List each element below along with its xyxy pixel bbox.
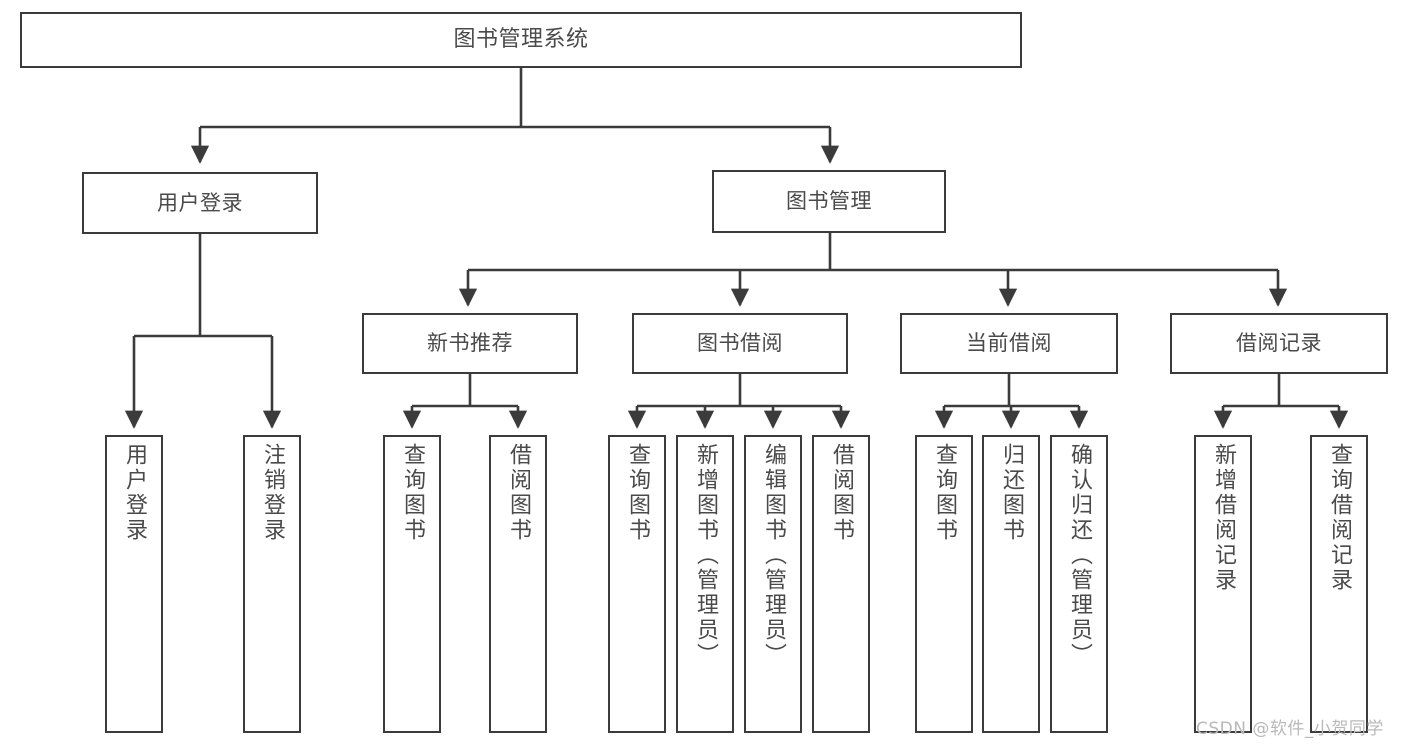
leaf-current-borrow-return-books[interactable]: 归还图书 — [982, 435, 1040, 733]
node-book-borrow[interactable]: 图书借阅 — [632, 313, 848, 374]
leaf-book-borrow-query-books[interactable]: 查询图书 — [608, 435, 666, 733]
node-book-management[interactable]: 图书管理 — [712, 170, 946, 233]
node-label: 借阅图书 — [506, 443, 531, 543]
node-new-book-recommend[interactable]: 新书推荐 — [362, 313, 578, 374]
node-label: 用户登录 — [157, 190, 243, 215]
leaf-new-book-borrow-books[interactable]: 借阅图书 — [489, 435, 547, 733]
node-label: 编辑图书（管理员） — [761, 443, 786, 668]
node-label: 当前借阅 — [966, 331, 1052, 356]
node-label: 查询借阅记录 — [1327, 443, 1352, 593]
leaf-book-borrow-add-book-admin[interactable]: 新增图书（管理员） — [676, 435, 734, 733]
node-label: 查询图书 — [625, 443, 650, 543]
node-label: 图书管理系统 — [453, 27, 589, 53]
node-label: 用户登录 — [122, 443, 147, 543]
csdn-watermark: CSDN @软件_小贺同学 — [1196, 719, 1384, 739]
leaf-book-borrow-borrow-books[interactable]: 借阅图书 — [812, 435, 870, 733]
node-label: 借阅图书 — [829, 443, 854, 543]
leaf-user-login-logout[interactable]: 注销登录 — [243, 435, 301, 733]
node-label: 新增借阅记录 — [1211, 443, 1236, 593]
node-label: 借阅记录 — [1236, 331, 1322, 356]
leaf-book-borrow-edit-book-admin[interactable]: 编辑图书（管理员） — [744, 435, 802, 733]
node-label: 图书管理 — [786, 189, 872, 214]
node-borrow-record[interactable]: 借阅记录 — [1170, 313, 1388, 374]
leaf-current-borrow-query-books[interactable]: 查询图书 — [915, 435, 973, 733]
leaf-borrow-record-add-record[interactable]: 新增借阅记录 — [1194, 435, 1252, 733]
node-label: 查询图书 — [932, 443, 957, 543]
node-root-book-management-system[interactable]: 图书管理系统 — [20, 12, 1022, 68]
node-current-borrow[interactable]: 当前借阅 — [900, 313, 1118, 374]
leaf-current-borrow-confirm-return-admin[interactable]: 确认归还（管理员） — [1050, 435, 1108, 733]
node-user-login[interactable]: 用户登录 — [82, 172, 318, 234]
node-label: 新书推荐 — [427, 331, 513, 356]
node-label: 图书借阅 — [697, 331, 783, 356]
node-label: 新增图书（管理员） — [693, 443, 718, 668]
node-label: 注销登录 — [260, 443, 285, 543]
node-label: 确认归还（管理员） — [1067, 443, 1092, 668]
leaf-user-login-signin[interactable]: 用户登录 — [105, 435, 163, 733]
node-label: 归还图书 — [999, 443, 1024, 543]
leaf-borrow-record-query-record[interactable]: 查询借阅记录 — [1310, 435, 1368, 733]
node-label: 查询图书 — [400, 443, 425, 543]
leaf-new-book-query-books[interactable]: 查询图书 — [383, 435, 441, 733]
